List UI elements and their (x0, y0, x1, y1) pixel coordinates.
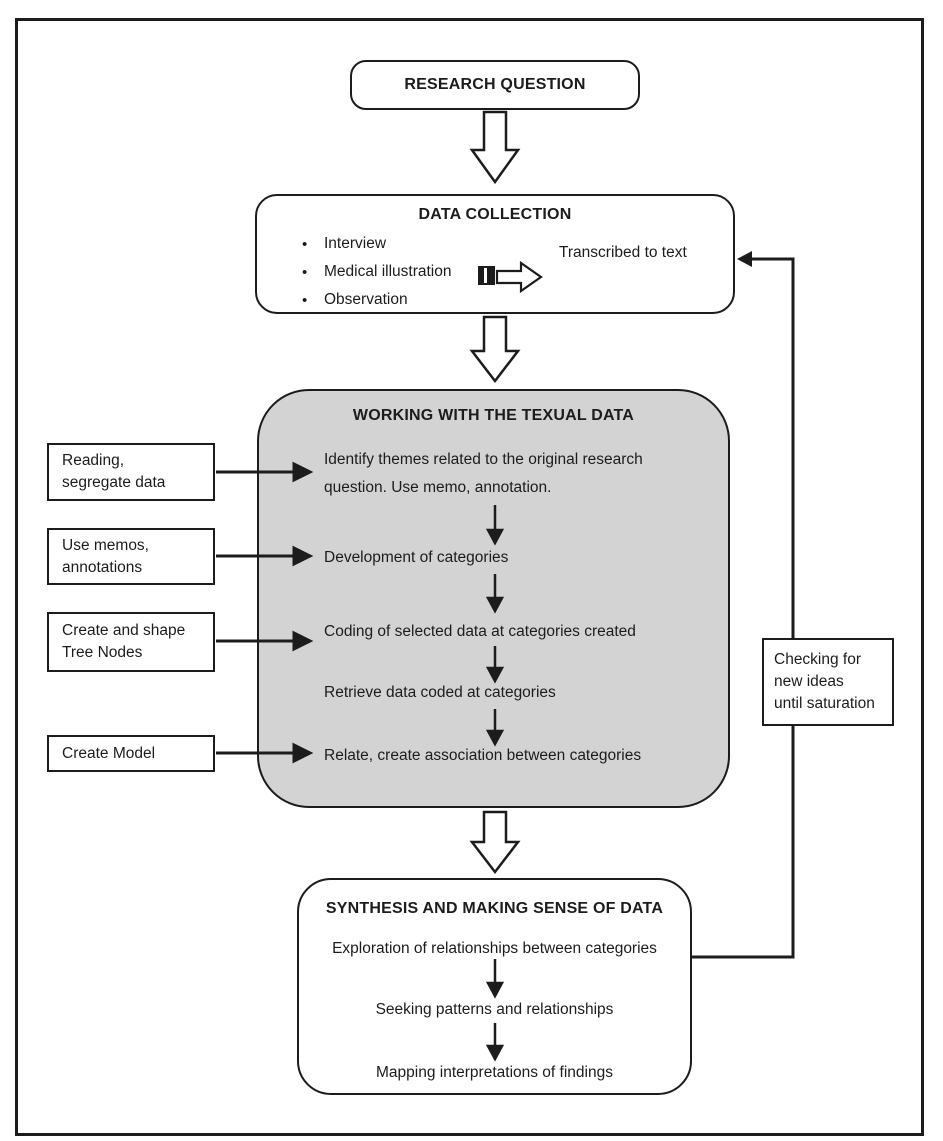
working-step: Retrieve data coded at categories (324, 684, 556, 701)
side-input-node-memos: Use memos, annotations (47, 528, 215, 585)
bullet-label: Observation (324, 291, 408, 308)
working-step-line: question. Use memo, annotation. (324, 479, 552, 496)
working-step: Identify themes related to the original … (324, 446, 689, 502)
side-input-node-tree-nodes: Create and shape Tree Nodes (47, 612, 215, 672)
working-step-line: Identify themes related to the original … (324, 451, 643, 468)
data-collection-title: DATA COLLECTION (418, 206, 572, 223)
working-with-textual-data-node: WORKING WITH THE TEXUAL DATA Identify th… (257, 389, 730, 808)
data-collection-node: DATA COLLECTION • Interview • Medical il… (255, 194, 735, 314)
transcribed-label: Transcribed to text (559, 244, 687, 261)
bullet-icon: • (302, 263, 308, 281)
synthesis-title: SYNTHESIS AND MAKING SENSE OF DATA (325, 900, 664, 917)
feedback-note-line: new ideas (774, 673, 844, 690)
working-step: Relate, create association between categ… (324, 747, 642, 764)
list-item: • Observation (302, 286, 452, 314)
side-input-line: Use memos, (62, 536, 149, 554)
research-question-title: RESEARCH QUESTION (404, 76, 586, 93)
bullet-label: Interview (324, 235, 387, 252)
working-step: Coding of selected data at categories cr… (324, 623, 636, 640)
feedback-note-line: Checking for (774, 651, 862, 668)
side-input-line: annotations (62, 558, 143, 576)
research-question-node: RESEARCH QUESTION (350, 60, 640, 110)
list-item: • Interview (302, 230, 452, 258)
bullet-label: Medical illustration (324, 263, 452, 280)
feedback-note-node: Checking for new ideas until saturation (762, 638, 894, 726)
synthesis-step: Mapping interpretations of findings (376, 1064, 613, 1081)
synthesis-node: SYNTHESIS AND MAKING SENSE OF DATA Explo… (297, 878, 692, 1095)
side-input-line: Create and shape (62, 622, 186, 639)
side-input-line: segregate data (62, 474, 166, 491)
side-input-node-create-model: Create Model (47, 735, 215, 772)
synthesis-step: Exploration of relationships between cat… (332, 940, 657, 957)
diagram-frame (15, 18, 924, 1136)
bullet-icon: • (302, 291, 308, 309)
working-step: Development of categories (324, 549, 509, 566)
side-input-node-reading: Reading, segregate data (47, 443, 215, 501)
list-item: • Medical illustration (302, 258, 452, 286)
feedback-note-line: until saturation (774, 695, 875, 712)
data-collection-bullet-list: • Interview • Medical illustration • Obs… (302, 230, 452, 314)
side-input-line: Reading, (62, 452, 125, 469)
side-input-line: Create Model (62, 744, 156, 762)
synthesis-step: Seeking patterns and relationships (375, 1001, 614, 1018)
side-input-line: Tree Nodes (62, 644, 143, 661)
working-title: WORKING WITH THE TEXUAL DATA (352, 407, 635, 424)
bullet-icon: • (302, 235, 308, 253)
